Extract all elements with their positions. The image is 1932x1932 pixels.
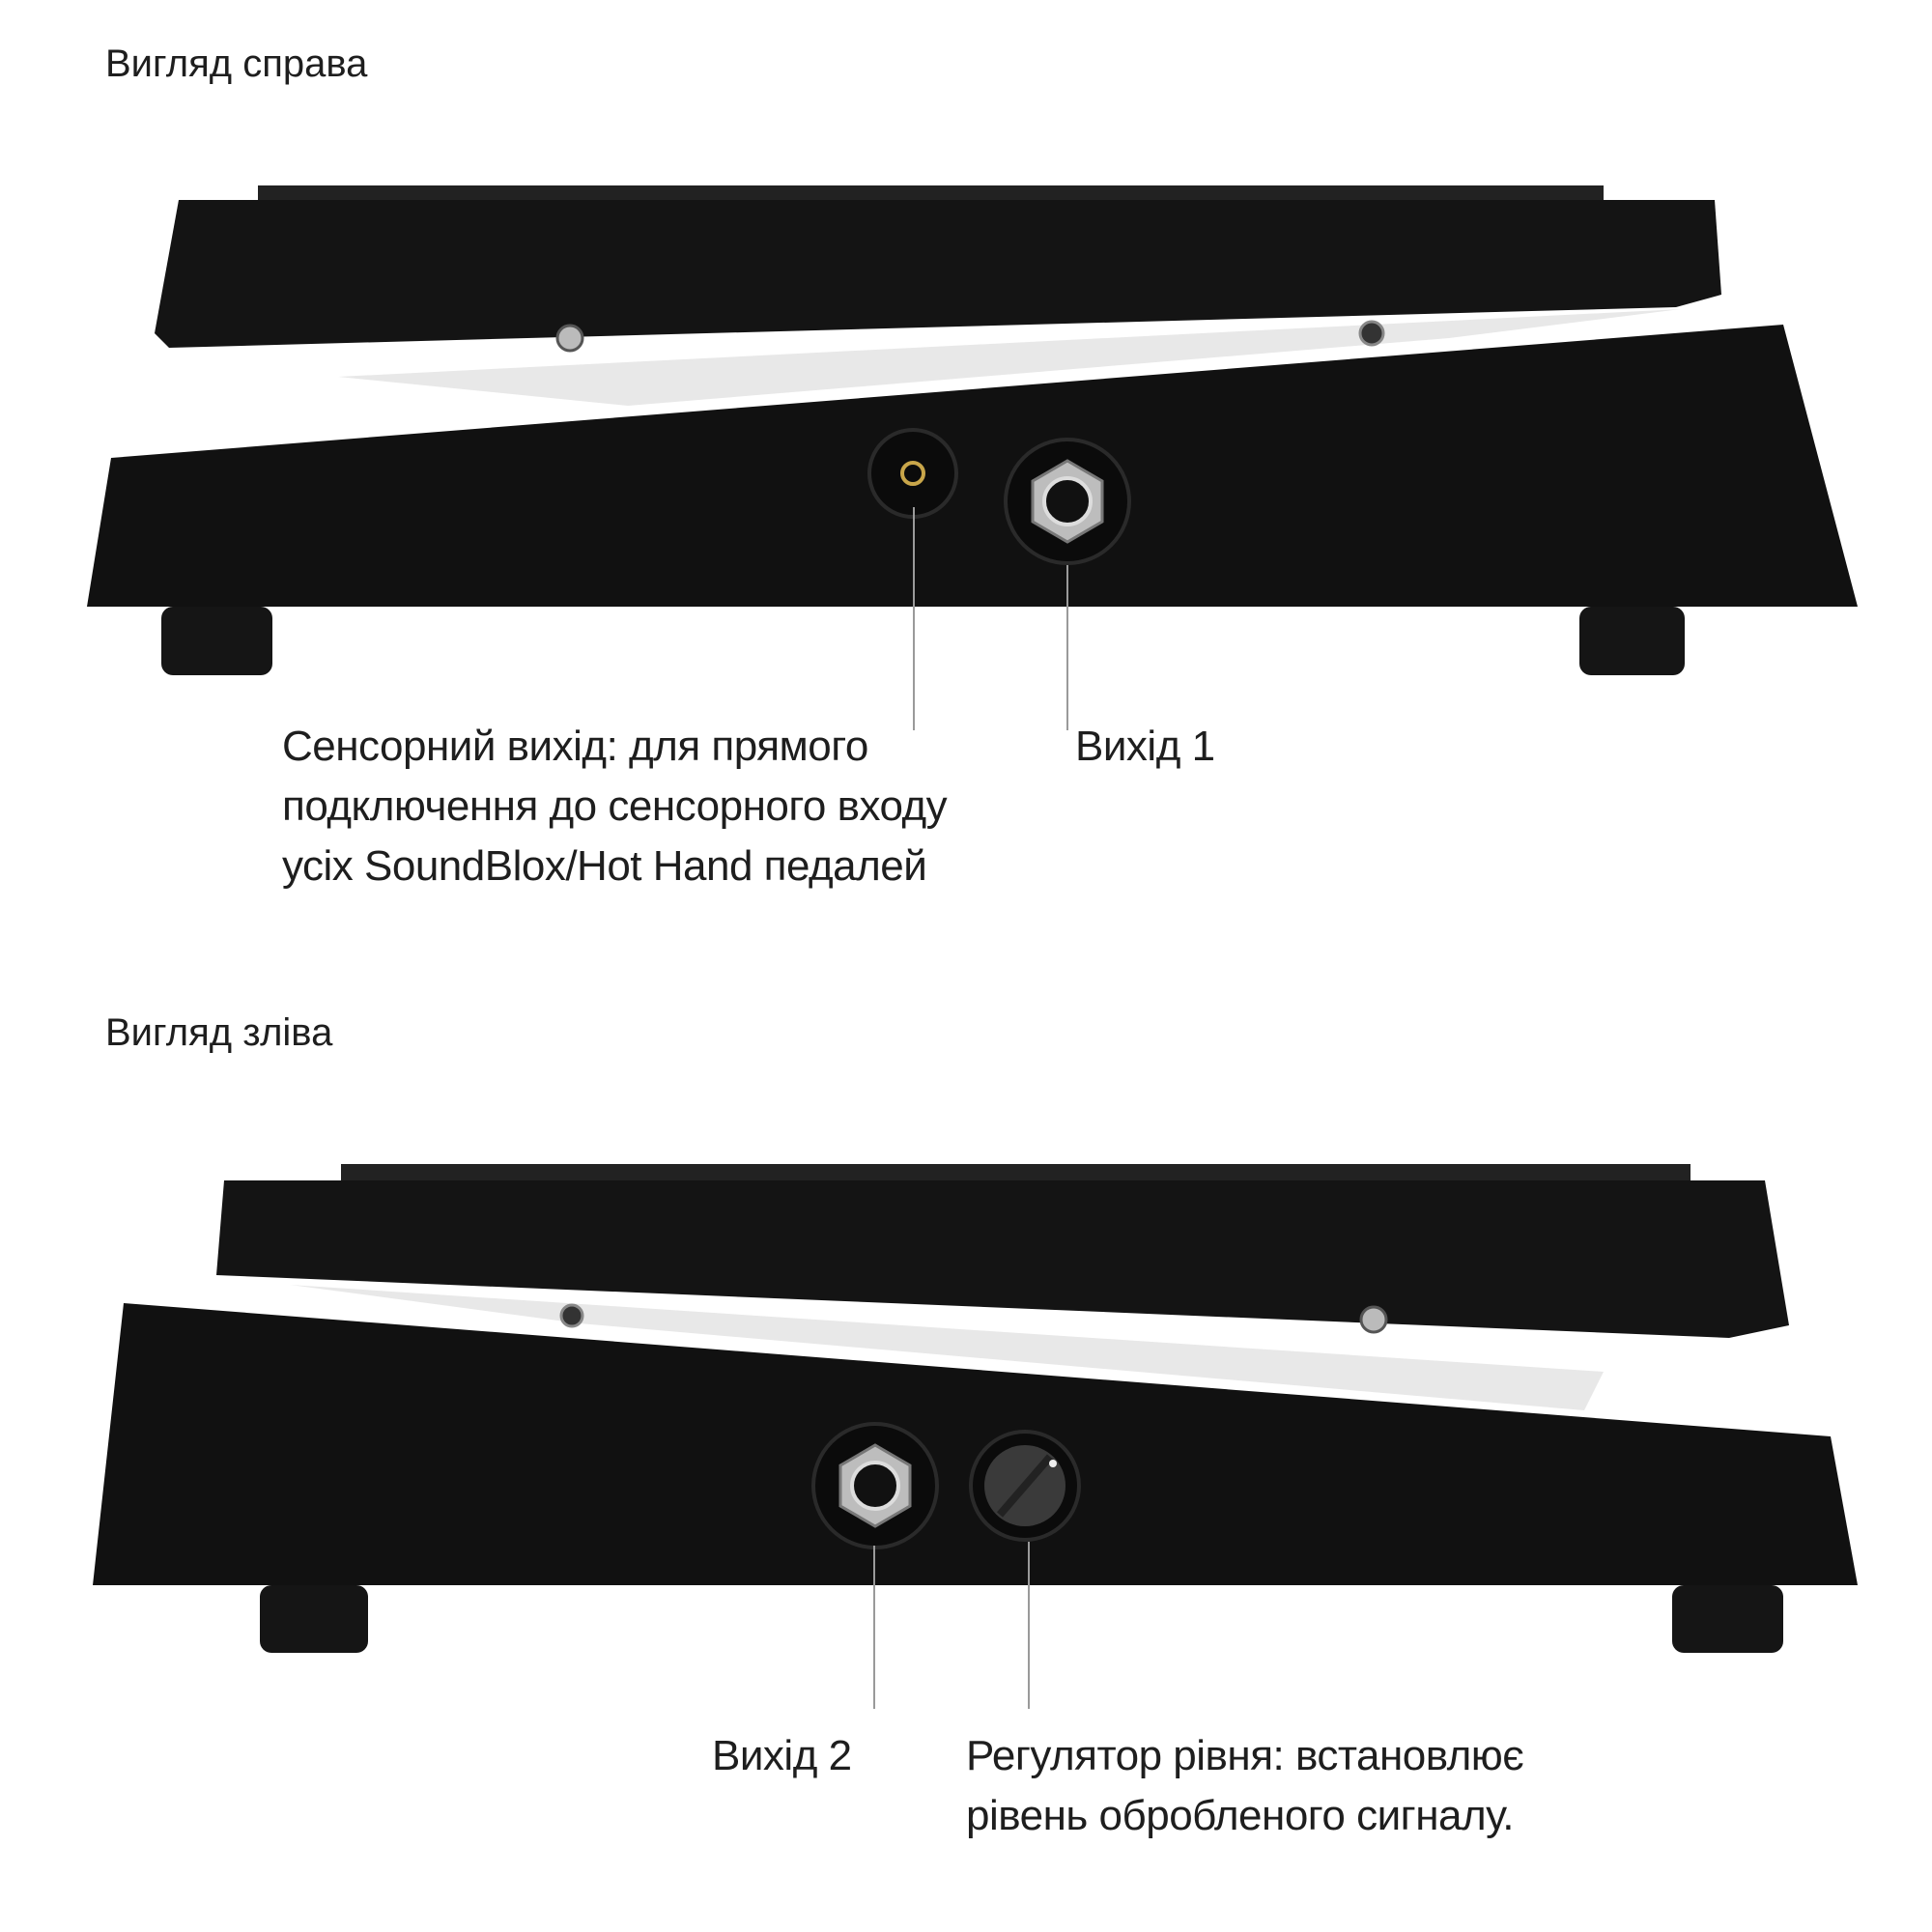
pedal-base xyxy=(93,1303,1858,1585)
foot xyxy=(161,607,272,675)
foot xyxy=(260,1585,368,1653)
callout-level-knob: Регулятор рівня: встановлює рівень оброб… xyxy=(966,1726,1524,1846)
callout-line: усіх SoundBlox/Hot Hand педалей xyxy=(282,842,927,890)
treadle-top-plate xyxy=(258,185,1604,203)
treadle-top-plate xyxy=(341,1164,1690,1181)
pedal-base xyxy=(87,325,1858,607)
callout-line: рівень обробленого сигналу. xyxy=(966,1792,1514,1839)
callout-line: Регулятор рівня: встановлює xyxy=(966,1732,1524,1779)
callout-line: подключення до сенсорного входу xyxy=(282,782,948,830)
section-heading-left-view: Вигляд зліва xyxy=(105,1011,333,1054)
screw-icon xyxy=(1358,320,1385,347)
pedal-right-view xyxy=(87,185,1858,730)
mini-jack-icon xyxy=(867,428,958,519)
quarter-inch-jack-icon xyxy=(1004,438,1131,565)
pedal-left-view xyxy=(93,1164,1858,1709)
foot xyxy=(1579,607,1685,675)
level-knob-icon xyxy=(969,1430,1081,1542)
callout-line: Сенсорний вихід: для прямого xyxy=(282,723,868,770)
screw-icon xyxy=(559,1303,584,1328)
quarter-inch-jack-icon xyxy=(811,1422,939,1549)
section-heading-right-view: Вигляд справа xyxy=(105,43,368,85)
screw-icon xyxy=(555,324,584,353)
callout-output-1: Вихід 1 xyxy=(1075,723,1215,770)
treadle xyxy=(155,200,1721,348)
screw-icon xyxy=(1359,1305,1388,1334)
treadle xyxy=(216,1180,1789,1338)
foot xyxy=(1672,1585,1783,1653)
callout-sensor-output: Сенсорний вихід: для прямого подключення… xyxy=(282,717,948,896)
callout-output-2: Вихід 2 xyxy=(712,1732,852,1779)
